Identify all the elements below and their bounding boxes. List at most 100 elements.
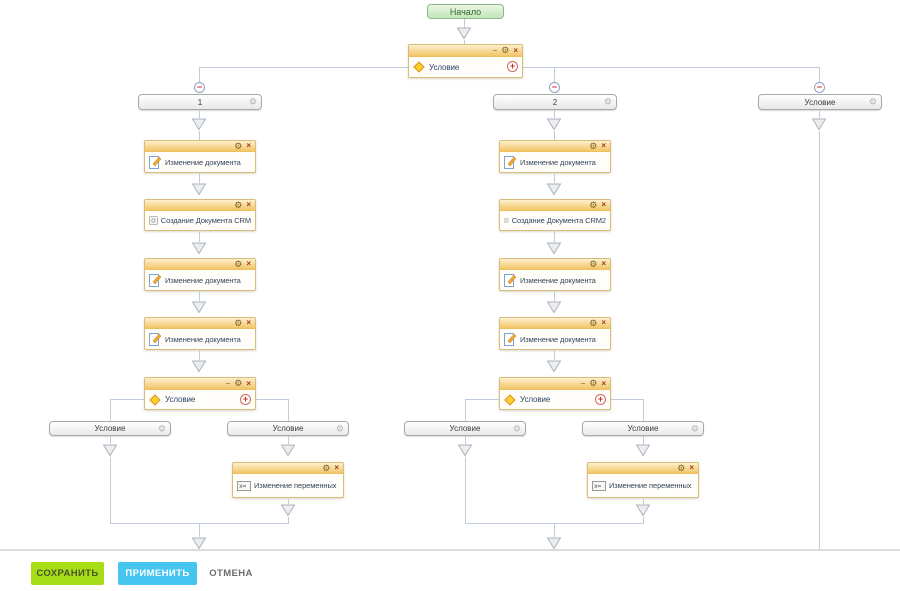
connector-line	[554, 523, 555, 537]
gear-icon[interactable]: ⚙	[677, 462, 686, 473]
gear-icon[interactable]: ⚙	[589, 199, 598, 210]
condition-diamond-icon	[504, 393, 516, 406]
condition-title: Условие	[429, 62, 460, 72]
connector-line	[554, 230, 555, 242]
activity-block[interactable]: ⚙ × Изменение документа	[144, 317, 256, 350]
gear-icon[interactable]: ⚙	[234, 140, 243, 151]
top-condition-block[interactable]: − ⚙ × Условие +	[408, 44, 523, 78]
gear-icon[interactable]: ⚙	[157, 422, 166, 433]
activity-block[interactable]: ⚙ × Изменение документа	[144, 258, 256, 291]
close-icon[interactable]: ×	[246, 259, 251, 268]
minimize-icon[interactable]: −	[492, 45, 498, 55]
flow-arrow-icon	[546, 118, 562, 131]
crm-document-icon	[504, 218, 509, 223]
add-branch-icon[interactable]: +	[240, 393, 251, 405]
connector-line	[465, 457, 466, 523]
flow-arrow-icon	[546, 183, 562, 196]
activity-block[interactable]: ⚙ × Изменение документа	[144, 140, 256, 173]
branch-header-3[interactable]: Условие ⚙	[758, 94, 882, 110]
close-icon[interactable]: ×	[513, 45, 518, 55]
sub-branch-header[interactable]: Условие ⚙	[49, 421, 171, 436]
connector-line	[288, 399, 289, 421]
add-branch-icon[interactable]: +	[595, 393, 606, 405]
close-icon[interactable]: ×	[246, 318, 251, 327]
condition-block[interactable]: − ⚙ × Условие +	[144, 377, 256, 410]
connector-line	[819, 67, 820, 82]
connector-line	[523, 67, 820, 68]
gear-icon[interactable]: ⚙	[603, 96, 612, 107]
connector-line	[110, 436, 111, 444]
save-button[interactable]: СОХРАНИТЬ	[31, 562, 104, 585]
collapse-branch-icon[interactable]: −	[814, 82, 825, 93]
collapse-branch-icon[interactable]: −	[549, 82, 560, 93]
close-icon[interactable]: ×	[689, 463, 694, 472]
flow-arrow-icon	[456, 27, 472, 40]
activity-block[interactable]: ⚙ × Создание Документа CRM	[144, 199, 256, 231]
activity-block[interactable]: ⚙ × x= Изменение переменных	[232, 462, 344, 498]
gear-icon[interactable]: ⚙	[690, 422, 699, 433]
gear-icon[interactable]: ⚙	[234, 258, 243, 269]
connector-line	[465, 399, 466, 421]
close-icon[interactable]: ×	[601, 200, 606, 209]
minimize-icon[interactable]: −	[225, 378, 231, 388]
svg-text:x=: x=	[239, 483, 246, 490]
close-icon[interactable]: ×	[334, 463, 339, 472]
branch-header-1[interactable]: 1 ⚙	[138, 94, 262, 110]
block-header: ⚙ ×	[500, 259, 610, 270]
gear-icon[interactable]: ⚙	[589, 140, 598, 151]
close-icon[interactable]: ×	[601, 141, 606, 150]
collapse-branch-icon[interactable]: −	[194, 82, 205, 93]
gear-icon[interactable]: ⚙	[248, 96, 257, 107]
block-header: ⚙ ×	[145, 141, 255, 152]
gear-icon[interactable]: ⚙	[322, 462, 331, 473]
gear-icon[interactable]: ⚙	[234, 317, 243, 328]
apply-button[interactable]: ПРИМЕНИТЬ	[118, 562, 197, 585]
gear-icon[interactable]: ⚙	[512, 422, 521, 433]
gear-icon[interactable]: ⚙	[589, 317, 598, 328]
condition-block[interactable]: − ⚙ × Условие +	[499, 377, 611, 410]
activity-label: Изменение документа	[520, 275, 596, 285]
minimize-icon[interactable]: −	[580, 378, 586, 388]
block-header: ⚙ ×	[588, 463, 698, 474]
sub-branch-header[interactable]: Условие ⚙	[404, 421, 526, 436]
sub-branch-header[interactable]: Условие ⚙	[227, 421, 349, 436]
connector-line	[554, 349, 555, 360]
gear-icon[interactable]: ⚙	[335, 422, 344, 433]
block-header: ⚙ ×	[145, 318, 255, 329]
close-icon[interactable]: ×	[246, 378, 251, 388]
gear-icon[interactable]: ⚙	[234, 199, 243, 210]
start-node: Начало	[427, 4, 504, 19]
gear-icon[interactable]: ⚙	[868, 96, 877, 107]
close-icon[interactable]: ×	[601, 318, 606, 327]
activity-block[interactable]: ⚙ × Изменение документа	[499, 317, 611, 350]
activity-block[interactable]: ⚙ × Изменение документа	[499, 258, 611, 291]
add-branch-icon[interactable]: +	[507, 61, 518, 72]
close-icon[interactable]: ×	[246, 200, 251, 209]
block-header: ⚙ ×	[500, 318, 610, 329]
gear-icon[interactable]: ⚙	[589, 258, 598, 269]
gear-icon[interactable]: ⚙	[234, 378, 243, 388]
branch-1-column: ⚙ × Изменение документа ⚙ × Создание Док…	[48, 0, 352, 591]
activity-block[interactable]: ⚙ × x= Изменение переменных	[587, 462, 699, 498]
connector-line	[199, 67, 200, 82]
close-icon[interactable]: ×	[246, 141, 251, 150]
activity-block[interactable]: ⚙ × Изменение документа	[499, 140, 611, 173]
connector-line	[643, 436, 644, 444]
connector-line	[819, 131, 820, 549]
flow-arrow-icon	[191, 360, 207, 373]
close-icon[interactable]: ×	[601, 378, 606, 388]
activity-block[interactable]: ⚙ × Создание Документа CRM2	[499, 199, 611, 231]
flow-arrow-icon	[546, 537, 562, 550]
sub-branch-header[interactable]: Условие ⚙	[582, 421, 704, 436]
connector-line	[199, 172, 200, 183]
connector-line	[643, 499, 644, 504]
close-icon[interactable]: ×	[601, 259, 606, 268]
gear-icon[interactable]: ⚙	[589, 378, 598, 388]
svg-text:x=: x=	[594, 483, 601, 490]
connector-line	[200, 67, 408, 68]
flow-arrow-icon	[102, 444, 118, 457]
branch-header-2[interactable]: 2 ⚙	[493, 94, 617, 110]
gear-icon[interactable]: ⚙	[501, 45, 510, 55]
cancel-button[interactable]: ОТМЕНА	[209, 568, 253, 579]
connector-line	[256, 399, 289, 400]
